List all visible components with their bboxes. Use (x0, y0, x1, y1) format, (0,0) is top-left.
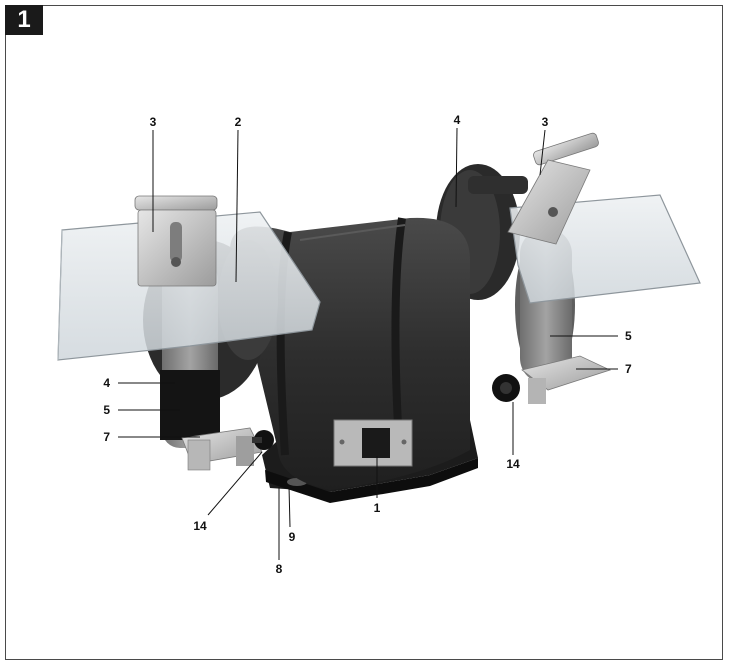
left-adjusting-knob (252, 430, 274, 450)
left-shield-bracket (134, 195, 218, 287)
on-off-switch (333, 419, 413, 467)
right-adjusting-knob (492, 374, 520, 402)
callout-14-right: 14 (506, 457, 520, 471)
callout-14-left: 14 (193, 519, 207, 533)
callout-8: 8 (276, 562, 283, 576)
callout-4-top: 4 (454, 113, 461, 127)
callout-4-left: 4 (103, 376, 110, 390)
left-tool-rest (181, 427, 263, 471)
callout-5-right: 5 (625, 329, 632, 343)
right-shield-bracket (507, 132, 599, 245)
callout-7-right: 7 (625, 362, 632, 376)
callout-9: 9 (289, 530, 296, 544)
figure-frame (5, 5, 723, 660)
callout-2: 2 (235, 115, 242, 129)
callout-3-left: 3 (150, 115, 157, 129)
callout-3-right: 3 (542, 115, 549, 129)
right-tool-rest (521, 355, 612, 404)
leader-lines (118, 127, 618, 560)
callout-1: 1 (374, 501, 381, 515)
callout-7-left: 7 (103, 430, 110, 444)
figure-number-badge: 1 (5, 5, 43, 35)
callout-5-left: 5 (103, 403, 110, 417)
callout-labels: 3 2 4 3 5 7 14 4 5 7 14 9 8 1 (103, 113, 632, 576)
